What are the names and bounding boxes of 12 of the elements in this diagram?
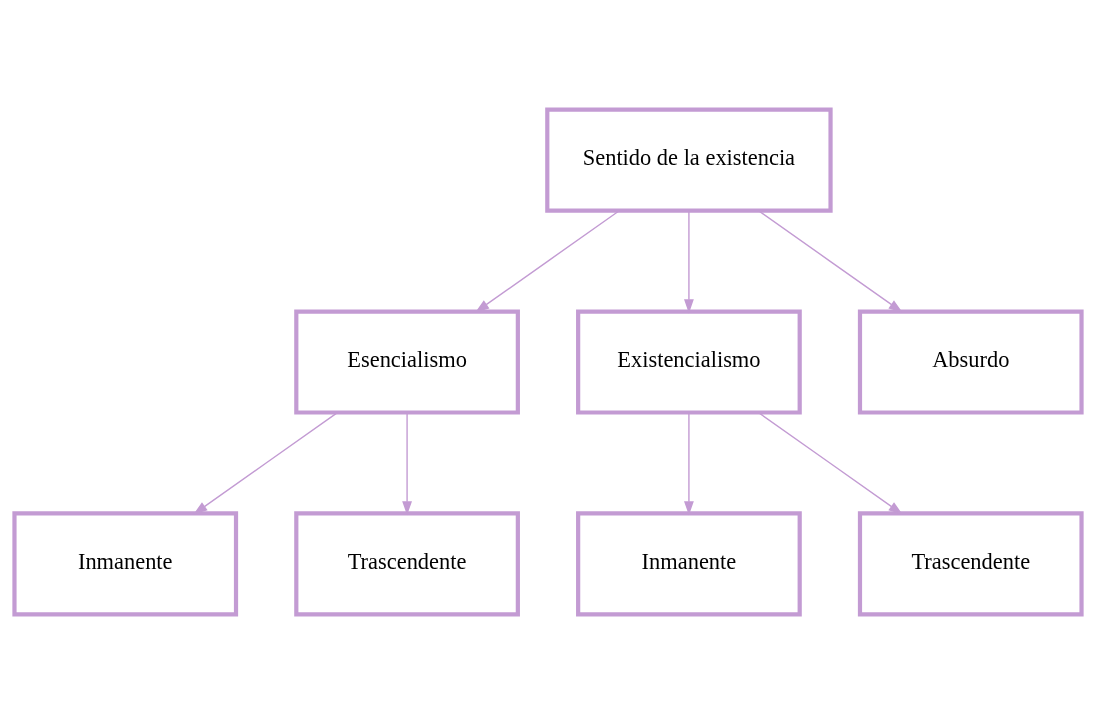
- node-box: Absurdo: [857, 309, 1084, 415]
- arrow: [475, 210, 620, 313]
- node-box: Esencialismo: [294, 309, 520, 415]
- node-box: Sentido de la existencia: [545, 107, 833, 213]
- arrow: [757, 411, 903, 515]
- node-box: Trascendente: [857, 511, 1084, 617]
- node-box: Existencialismo: [576, 309, 802, 415]
- node-box: Inmanente: [576, 511, 802, 617]
- node-box: Inmanente: [12, 511, 239, 617]
- arrow: [757, 210, 903, 313]
- arrow: [193, 411, 339, 515]
- node-box: Trascendente: [294, 511, 520, 617]
